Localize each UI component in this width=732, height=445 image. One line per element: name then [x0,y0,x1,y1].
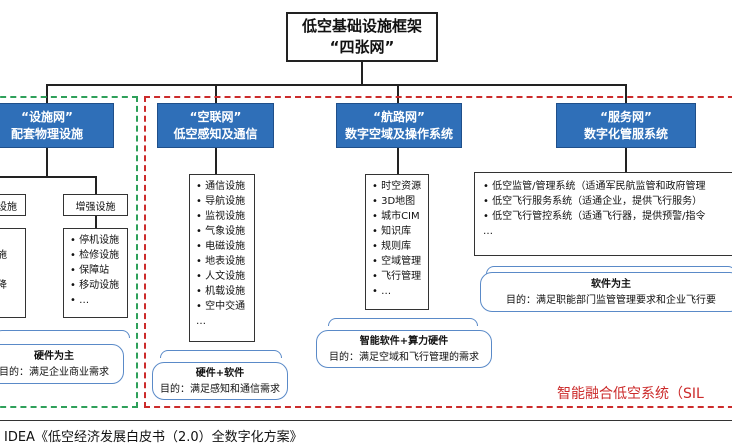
list-item: • 停机设施 [70,235,120,246]
root-title: 低空基础设施框架 [301,17,422,35]
drop-line-service [625,84,627,103]
horizontal-connector-line [46,84,626,86]
list-item: • 时空资源 [372,181,422,192]
facility-stem-line [46,148,48,176]
list-item: • 保障站 [70,265,110,276]
list-item: • 3D地图 [372,196,416,207]
list-item: • 低空飞行管控系统（适通飞行器，提供预警/指令 [483,211,706,222]
connect-note-text: 目的：满足感知和通信需求 [160,384,280,395]
source-caption: IDEA《低空经济发展白皮书（2.0）全数字化方案》 [4,430,303,445]
list-item: 站 [0,233,19,248]
pillar-route-subtitle: 数字空域及操作系统 [344,126,453,141]
connect-note-title: 硬件+软件 [195,368,245,379]
connect-brace [160,350,282,358]
pillar-service: “服务网” 数字化管服系统 [556,103,696,148]
service-note-title: 软件为主 [591,279,631,290]
intelligent-system-frame [144,96,732,408]
service-stem-line [625,148,627,172]
pillar-route-title: “航路网” [373,109,425,124]
list-item: • 空域管理 [372,256,422,267]
route-note-text: 目的：满足空域和飞行管理的需求 [329,352,479,363]
route-list: • 时空资源 • 3D地图 • 城市CIM • 知识库 • 规则库 • 空域管理… [365,174,429,310]
pillar-facility: “设施网” 配套物理设施 [0,103,114,148]
pillar-connect-subtitle: 低空感知及通信 [173,126,258,141]
service-note: 软件为主 目的：满足职能部门监管管理要求和企业飞行要 [480,272,732,312]
list-item: • 电磁设施 [196,241,246,252]
list-item: • 低空飞行服务系统（适通企业，提供飞行服务） [483,196,703,207]
facility-note-text: 目的：满足企业商业需求 [0,367,109,378]
facility-brace [0,330,130,338]
facility-left-box: 设施 [0,194,26,216]
list-item: • 气象设施 [196,226,246,237]
service-note-text: 目的：满足职能部门监管管理要求和企业飞行要 [506,295,716,306]
facility-right-drop [95,176,97,194]
route-stem-line [397,148,399,174]
pillar-facility-subtitle: 配套物理设施 [10,126,83,141]
facility-branch-line [0,176,96,178]
facility-group-frame [0,96,138,408]
list-item: • 地表设施 [196,256,246,267]
list-item: • … [372,286,392,297]
pillar-connect: “空联网” 低空感知及通信 [157,103,274,148]
pillar-service-title: “服务网” [600,109,652,124]
list-item: • 空中交通 [196,301,246,312]
list-item: … [196,316,206,327]
intelligent-system-label: 智能融合低空系统（SIL [557,386,704,402]
pillar-service-subtitle: 数字化管服系统 [583,126,668,141]
route-brace [328,318,478,326]
route-note: 智能软件+算力硬件 目的：满足空域和飞行管理的需求 [316,330,492,368]
facility-right-box: 增强设施 [63,194,128,216]
drop-line-facility [46,84,48,103]
service-list: • 低空监管/管理系统（适通军民航监管和政府管理 • 低空飞行服务系统（适通企业… [474,172,732,256]
list-item: • 机载设施 [196,286,246,297]
list-item: • … [70,295,90,306]
list-item: 设施 [0,250,7,261]
list-item: • 城市CIM [372,211,420,222]
facility-note-title: 硬件为主 [34,351,74,362]
pillar-connect-title: “空联网” [189,109,242,124]
route-note-title: 智能软件+算力硬件 [359,336,449,347]
list-item: • 规则库 [372,241,412,252]
facility-left-box-label: 设施 [0,201,17,213]
drop-line-connect [215,84,217,103]
facility-right-box-label: 增强设施 [75,201,116,213]
facility-right-box-stem [95,216,97,228]
connect-stem-line [215,148,217,174]
root-subtitle: “四张网” [329,38,395,56]
list-item: 站 [0,263,19,278]
pillar-facility-title: “设施网” [21,109,73,124]
facility-note: 硬件为主 目的：满足企业商业需求 [0,344,124,384]
list-item: • 检修设施 [70,250,120,261]
connect-list: • 通信设施 • 导航设施 • 监视设施 • 气象设施 • 电磁设施 • 地表设… [189,174,255,342]
service-brace [486,266,732,274]
root-stem-line [361,62,363,84]
list-item: • 导航设施 [196,196,246,207]
list-item: • 知识库 [372,226,412,237]
list-item: • 移动设施 [70,280,120,291]
footer-divider [0,420,732,421]
list-item: 备降 [0,280,7,291]
facility-left-list: 站 设施 站 备降 [0,228,26,318]
list-item: • 低空监管/管理系统（适通军民航监管和政府管理 [483,181,706,192]
drop-line-route [397,84,399,103]
root-node: 低空基础设施框架 “四张网” [286,12,438,62]
facility-right-list: • 停机设施 • 检修设施 • 保障站 • 移动设施 • … [63,228,128,318]
pillar-route: “航路网” 数字空域及操作系统 [336,103,462,148]
list-item: • 通信设施 [196,181,246,192]
list-item: • 飞行管理 [372,271,422,282]
list-item: • 人文设施 [196,271,246,282]
list-item: … [483,226,493,237]
connect-note: 硬件+软件 目的：满足感知和通信需求 [152,362,288,400]
list-item: • 监视设施 [196,211,246,222]
